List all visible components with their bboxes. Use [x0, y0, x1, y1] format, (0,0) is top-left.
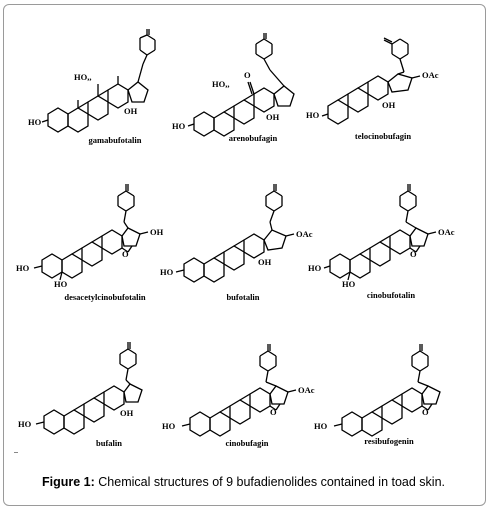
label-oac-16: OAc: [438, 227, 455, 237]
label-oh-14: OH: [120, 408, 134, 418]
label-o-12: O: [244, 70, 251, 80]
structure-cinobufotalin: HO HO OAc O: [308, 184, 455, 289]
name-arenobufagin: arenobufagin: [228, 133, 278, 143]
caption-text: Chemical structures of 9 bufadienolides …: [94, 475, 445, 489]
label-ho-11: HO,,: [74, 72, 91, 82]
label-ho-3: HO: [28, 117, 42, 127]
label-ho-3: HO: [308, 263, 322, 273]
label-ho-5: HO: [342, 279, 356, 289]
structure-cinobufagin: HO OAc O: [162, 344, 315, 437]
label-epoxide-o: O: [270, 407, 277, 417]
label-oac-16: OAc: [422, 70, 439, 80]
label-ho-3: HO: [306, 110, 320, 120]
caption-label: Figure 1:: [42, 475, 95, 489]
label-oh-14: OH: [266, 112, 280, 122]
label-ho-3: HO: [16, 263, 30, 273]
structure-bufotalin: HO OH OAc: [160, 184, 313, 283]
label-ho-5: HO: [54, 279, 68, 289]
label-oh-14: OH: [258, 257, 272, 267]
label-ho-3: HO: [160, 267, 174, 277]
label-ho-3: HO: [314, 421, 328, 431]
name-cinobufagin: cinobufagin: [225, 438, 269, 448]
label-epoxide-o: O: [410, 249, 417, 259]
label-oh-16: OH: [150, 227, 164, 237]
label-ho-3: HO: [172, 121, 186, 131]
figure-caption: Figure 1: Chemical structures of 9 bufad…: [4, 475, 483, 489]
name-telocinobufagin: telocinobufagin: [354, 131, 412, 141]
name-gamabufotalin: gamabufotalin: [88, 135, 142, 145]
structure-bufalin: HO OH: [18, 342, 143, 435]
label-ho-11: HO,,: [212, 79, 229, 89]
label-epoxide-o: O: [122, 249, 129, 259]
stray-mark: [14, 452, 18, 453]
label-oh-5: OH: [382, 100, 396, 110]
name-bufotalin: bufotalin: [226, 292, 260, 302]
structure-gamabufotalin: HO HO,, OH: [28, 29, 156, 133]
name-bufalin: bufalin: [96, 438, 122, 448]
structure-telocinobufagin: HO OH OAc: [306, 37, 439, 125]
label-epoxide-o: O: [422, 407, 429, 417]
label-oac-16: OAc: [298, 385, 315, 395]
structure-arenobufagin: HO HO,, O OH: [172, 33, 295, 137]
name-cinobufotalin: cinobufotalin: [366, 290, 416, 300]
label-ho-3: HO: [18, 419, 32, 429]
structure-resibufogenin: HO O: [314, 344, 441, 437]
name-resibufogenin: resibufogenin: [364, 436, 414, 446]
name-desacetylcinobufotalin: desacetylcinobufotalin: [64, 292, 146, 302]
label-oac-16: OAc: [296, 229, 313, 239]
label-oh-14: OH: [124, 106, 138, 116]
label-ho-3: HO: [162, 421, 176, 431]
structure-desacetylcinobufotalin: HO HO OH O: [16, 184, 164, 289]
